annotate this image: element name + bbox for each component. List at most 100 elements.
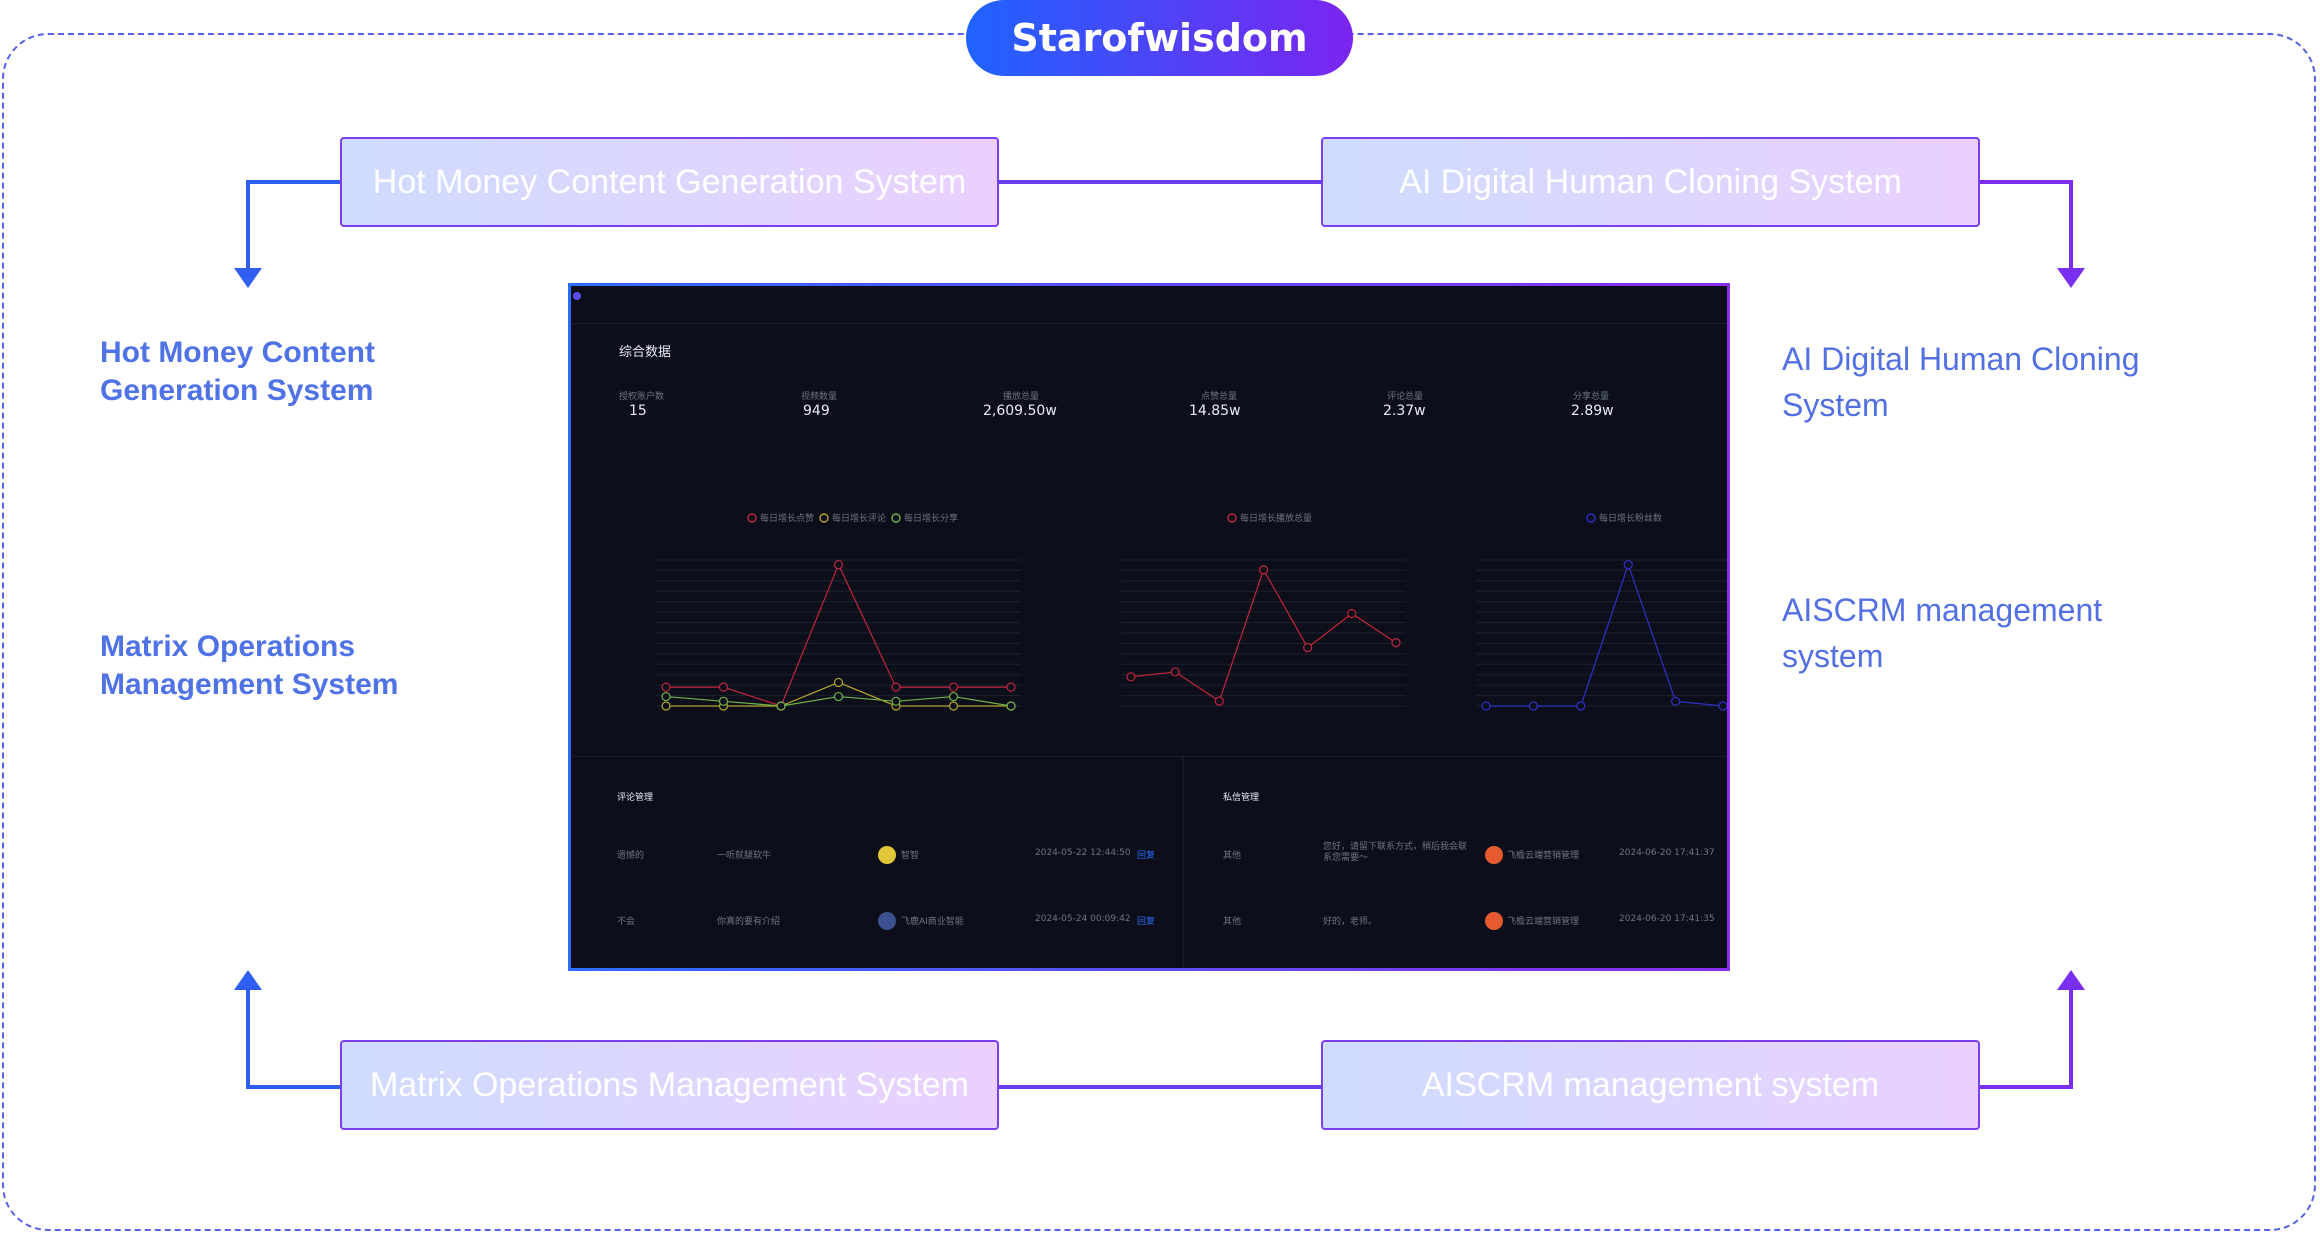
system-box-aiscrm: AISCRM management system — [1321, 1040, 1980, 1130]
avatar — [1485, 912, 1503, 930]
data-point — [661, 691, 671, 702]
series-line — [1130, 568, 1397, 703]
panel-vertical-divider — [1183, 756, 1184, 968]
stat-value: 14.85w — [1189, 403, 1241, 419]
table-row: 不会 你真的要有介绍 飞鹿AI商业智能 2024-05-24 00:09:42 … — [617, 912, 1177, 930]
message-time: 2024-06-20 17:41:35 — [1619, 914, 1715, 924]
data-point — [718, 696, 729, 706]
legend-marker — [891, 513, 901, 523]
stat-label: 分享总量 — [1573, 392, 1610, 402]
stat-value: 2.89w — [1571, 403, 1614, 419]
legend-marker — [747, 513, 757, 523]
data-point — [1006, 701, 1016, 711]
legend-label: 每日增长分享 — [904, 514, 959, 524]
data-point — [833, 560, 844, 570]
side-label-matrix-operations: Matrix Operations Management System — [100, 630, 399, 701]
avatar — [878, 912, 896, 930]
system-box-matrix-operations: Matrix Operations Management System — [340, 1040, 999, 1130]
data-point — [1258, 565, 1269, 575]
legend-label: 每日增长粉丝数 — [1599, 514, 1663, 524]
reply-link[interactable]: 回复 — [1137, 851, 1156, 861]
message-text: 您好，请留下联系方式，稍后我会联系您需要～ — [1323, 842, 1468, 863]
system-box-ai-digital-human: AI Digital Human Cloning System — [1321, 137, 1980, 227]
comment-user: 飞鹿AI商业智能 — [901, 917, 964, 927]
comment-type: 遗憾的 — [617, 851, 645, 861]
data-point — [948, 701, 959, 711]
side-label-ai-digital-human: AI Digital Human Cloning System — [1782, 341, 2140, 423]
message-time: 2024-06-20 17:41:37 — [1619, 848, 1715, 858]
table-row: 其他 好的，老师。 飞檐云端营销管理 2024-06-20 17:41:35 — [1223, 912, 1723, 930]
data-point — [948, 682, 959, 692]
comment-text: 你真的要有介绍 — [717, 917, 781, 927]
data-point — [1528, 701, 1539, 711]
comment-type: 不会 — [617, 917, 636, 927]
reply-link[interactable]: 回复 — [1137, 917, 1156, 927]
legend-marker — [1586, 513, 1596, 523]
data-point — [718, 682, 729, 692]
stat-value: 15 — [629, 403, 647, 419]
message-type: 其他 — [1223, 851, 1242, 861]
comment-user: 智智 — [901, 851, 920, 861]
stat-label: 视频数量 — [801, 392, 838, 402]
stat-label: 播放总量 — [1003, 392, 1040, 402]
chart-engagement — [656, 559, 1021, 711]
messages-panel-title: 私信管理 — [1223, 793, 1260, 803]
dashboard-screenshot: 综合数据 授权账户数 15 视频数量 949 播放总量 2,609.50w 点赞… — [568, 283, 1730, 971]
chart-followers — [1476, 559, 1727, 711]
data-point — [1347, 608, 1357, 619]
data-point — [1576, 701, 1586, 711]
data-point — [1481, 701, 1491, 711]
stat-value: 2,609.50w — [983, 403, 1057, 419]
data-point — [661, 682, 671, 692]
window-dot — [573, 292, 581, 300]
arrow-bottom-right — [1980, 985, 2073, 1089]
avatar — [1485, 846, 1503, 864]
comment-text: 一听就腿软牛 — [717, 851, 772, 861]
data-point — [891, 696, 901, 706]
data-point — [833, 677, 844, 688]
legend-label: 每日增长评论 — [832, 514, 887, 524]
arrow-bottom-left — [246, 985, 340, 1089]
panel-divider — [571, 756, 1727, 757]
stat-value: 949 — [803, 403, 830, 419]
stat-label: 授权账户数 — [619, 392, 665, 402]
stats-row: 授权账户数 15 视频数量 949 播放总量 2,609.50w 点赞总量 14… — [619, 389, 1679, 429]
data-point — [1718, 701, 1727, 711]
stat-label: 评论总量 — [1387, 392, 1424, 402]
stat-value: 2.37w — [1383, 403, 1426, 419]
side-label-hot-money: Hot Money Content Generation System — [100, 336, 375, 407]
avatar — [878, 846, 896, 864]
system-box-hot-money: Hot Money Content Generation System — [340, 137, 999, 227]
message-text: 好的，老师。 — [1323, 917, 1378, 927]
message-user: 飞檐云端营销管理 — [1507, 851, 1580, 861]
message-user: 飞檐云端营销管理 — [1507, 917, 1580, 927]
data-point — [1170, 667, 1180, 677]
data-point — [1671, 696, 1681, 706]
brand-title: Starofwisdom — [966, 0, 1353, 76]
data-point — [1623, 560, 1633, 570]
data-point — [1391, 638, 1401, 648]
side-label-aiscrm: AISCRM management system — [1782, 592, 2103, 674]
comment-time: 2024-05-24 00:09:42 — [1035, 914, 1131, 924]
legend-marker — [819, 513, 829, 523]
data-point — [891, 682, 901, 692]
table-row: 遗憾的 一听就腿软牛 智智 2024-05-22 12:44:50 回复 — [617, 846, 1177, 864]
legend-label: 每日增长点赞 — [760, 514, 815, 524]
data-point — [1126, 672, 1136, 682]
data-point — [1303, 642, 1313, 653]
dashboard-title: 综合数据 — [619, 345, 672, 360]
legend-label: 每日增长播放总量 — [1240, 514, 1313, 524]
data-point — [661, 701, 671, 711]
data-point — [948, 691, 959, 702]
data-point — [1006, 682, 1016, 692]
message-type: 其他 — [1223, 917, 1242, 927]
header-divider — [571, 323, 1727, 324]
data-point — [833, 691, 844, 702]
comments-panel-title: 评论管理 — [617, 793, 654, 803]
data-point — [776, 701, 786, 711]
series-line — [1486, 562, 1724, 707]
arrow-top-left — [246, 180, 340, 272]
stat-label: 点赞总量 — [1201, 392, 1238, 402]
comment-time: 2024-05-22 12:44:50 — [1035, 848, 1131, 858]
